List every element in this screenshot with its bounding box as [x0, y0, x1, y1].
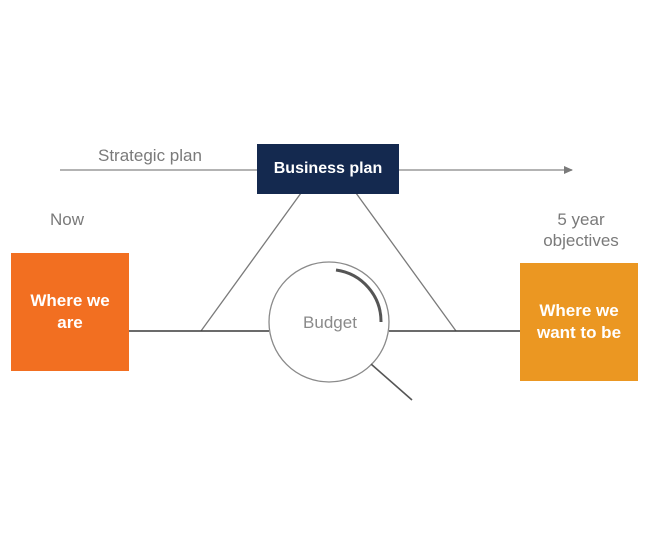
where-we-want-to-be-label: Where we want to be [536, 301, 622, 342]
magnifier-highlight-arc [335, 268, 383, 323]
business-plan-box: Business plan [257, 144, 399, 194]
now-label: Now [50, 210, 85, 229]
where-we-are-box: Where we are [11, 253, 129, 371]
objectives-label-line2: objectives [543, 231, 619, 250]
triangle-left-edge [200, 181, 310, 332]
objectives-label-line1: 5 year [557, 210, 605, 229]
magnifier-circle [268, 261, 390, 383]
budget-label: Budget [303, 313, 357, 332]
business-plan-label: Business plan [273, 160, 383, 177]
strategic-plan-label: Strategic plan [98, 146, 202, 165]
where-we-are-label: Where we are [30, 291, 110, 332]
where-we-want-to-be-box: Where we want to be [520, 263, 638, 381]
magnifier-handle [370, 363, 413, 401]
triangle-right-edge [347, 181, 457, 332]
